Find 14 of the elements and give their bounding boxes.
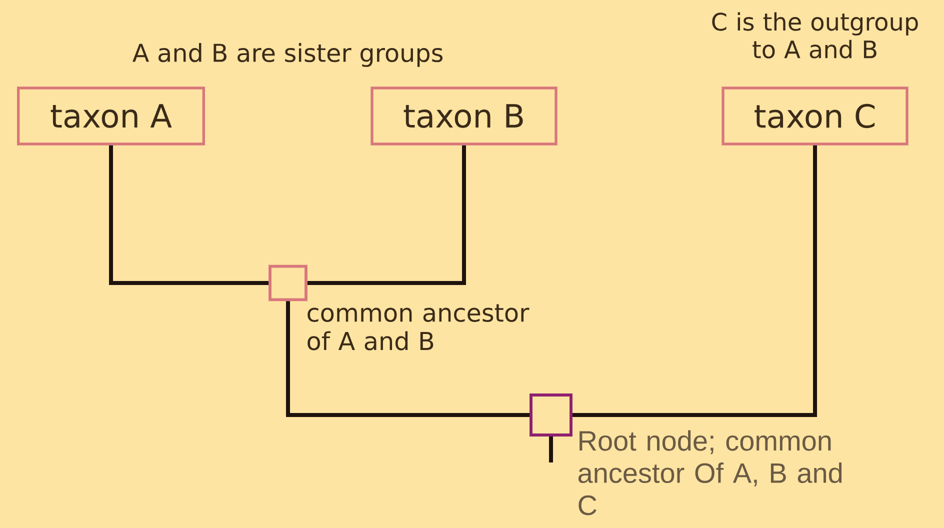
tree-branch [549, 436, 553, 462]
annotation-text: A and B are sister groups [132, 43, 442, 67]
annotation-text: C is the outgroup to A and B [712, 12, 918, 58]
tree-branch [307, 145, 466, 285]
tree-branch [572, 145, 817, 417]
tree-branch [109, 145, 269, 285]
tree-branch [286, 301, 530, 417]
taxon-box: taxon A [17, 86, 205, 146]
annotation-text: Root node; common ancestor Of A, B and C [578, 430, 842, 516]
taxon-box: taxon C [722, 86, 908, 146]
node-box [268, 264, 308, 302]
annotation-text: common ancestor of A and B [308, 304, 530, 350]
taxon-box: taxon B [370, 86, 558, 146]
node-box [530, 394, 572, 436]
